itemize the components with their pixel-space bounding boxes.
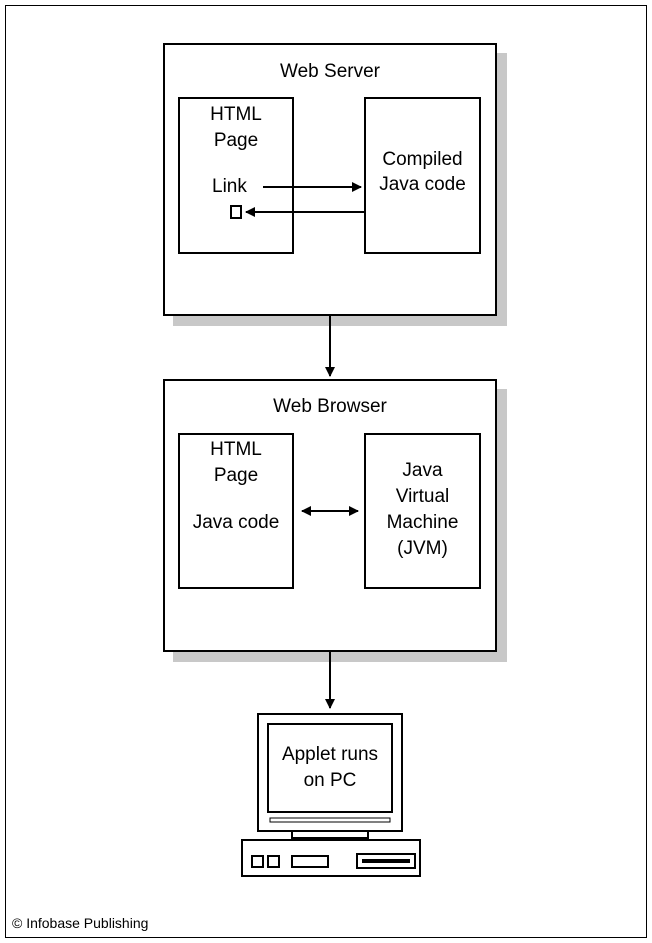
browser-page-label: Page xyxy=(213,465,259,486)
jvm-box xyxy=(364,433,481,589)
jvm-line-1: Java xyxy=(402,460,443,481)
pc-screen-line-1: Applet runs xyxy=(281,744,379,765)
web-server-title: Web Server xyxy=(280,61,380,82)
jvm-line-2: Virtual xyxy=(395,486,450,507)
compiled-label: Compiled xyxy=(382,149,463,170)
server-page-label: Page xyxy=(213,130,259,151)
browser-java-code-label: Java code xyxy=(192,512,280,533)
applet-placeholder-icon xyxy=(230,205,242,219)
browser-html-page-box xyxy=(178,433,294,589)
web-browser-title: Web Browser xyxy=(273,396,387,417)
jvm-line-4: (JVM) xyxy=(397,538,448,559)
copyright-credit: © Infobase Publishing xyxy=(12,915,149,931)
server-html-page-box xyxy=(178,97,294,254)
figure-frame xyxy=(5,5,647,938)
pc-monitor-icon xyxy=(257,713,403,839)
link-label: Link xyxy=(212,176,247,197)
pc-base-unit-icon xyxy=(241,839,421,877)
server-html-label: HTML xyxy=(210,104,262,125)
jvm-line-3: Machine xyxy=(386,512,459,533)
pc-screen-line-2: on PC xyxy=(303,770,357,791)
compiled-java-box xyxy=(364,97,481,254)
browser-html-label: HTML xyxy=(210,439,262,460)
java-code-label: Java code xyxy=(379,174,466,195)
